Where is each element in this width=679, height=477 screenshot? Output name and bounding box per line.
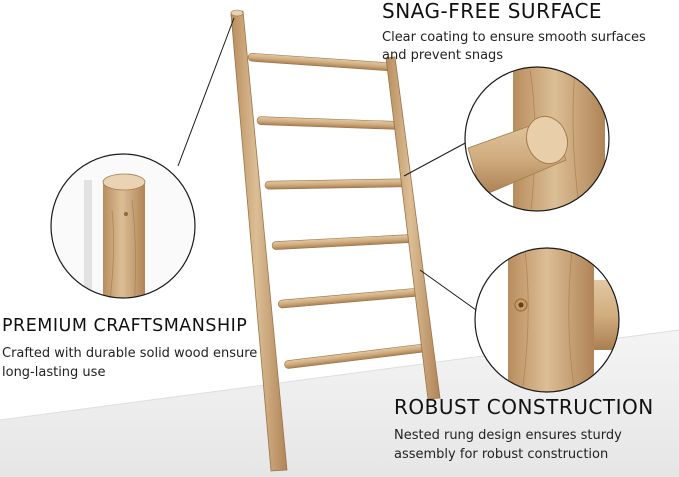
ladder-rung (284, 343, 432, 369)
feature-title: SNAG-FREE SURFACE (382, 0, 603, 23)
ladder-rail-top (230, 9, 244, 17)
feature-title: PREMIUM CRAFTSMANSHIP (2, 316, 248, 336)
feature-description: Crafted with durable solid wood ensure l… (2, 345, 258, 380)
detail-circle-construction (474, 247, 620, 393)
feature-description: Nested rung design ensures sturdy assemb… (394, 428, 622, 462)
ladder-rung (277, 287, 425, 309)
ladder-rung (247, 52, 393, 72)
ladder-rung (256, 116, 400, 130)
ladder (230, 9, 441, 472)
feature-snag-free: SNAG-FREE SURFACE Clear coating to ensur… (382, 1, 672, 65)
feature-description: Clear coating to ensure smooth surfaces … (382, 30, 646, 63)
feature-craftsmanship: PREMIUM CRAFTSMANSHIP Crafted with durab… (2, 316, 292, 382)
feature-title: ROBUST CONSTRUCTION (394, 395, 654, 419)
detail-circle-snag-free (464, 66, 610, 212)
feature-construction: ROBUST CONSTRUCTION Nested rung design e… (394, 397, 679, 464)
ladder-rungs (247, 52, 432, 369)
ladder-right-rail (385, 56, 441, 400)
detail-circle-craftsmanship (50, 153, 196, 299)
ladder-rung (271, 234, 417, 250)
ladder-rung (264, 178, 408, 190)
